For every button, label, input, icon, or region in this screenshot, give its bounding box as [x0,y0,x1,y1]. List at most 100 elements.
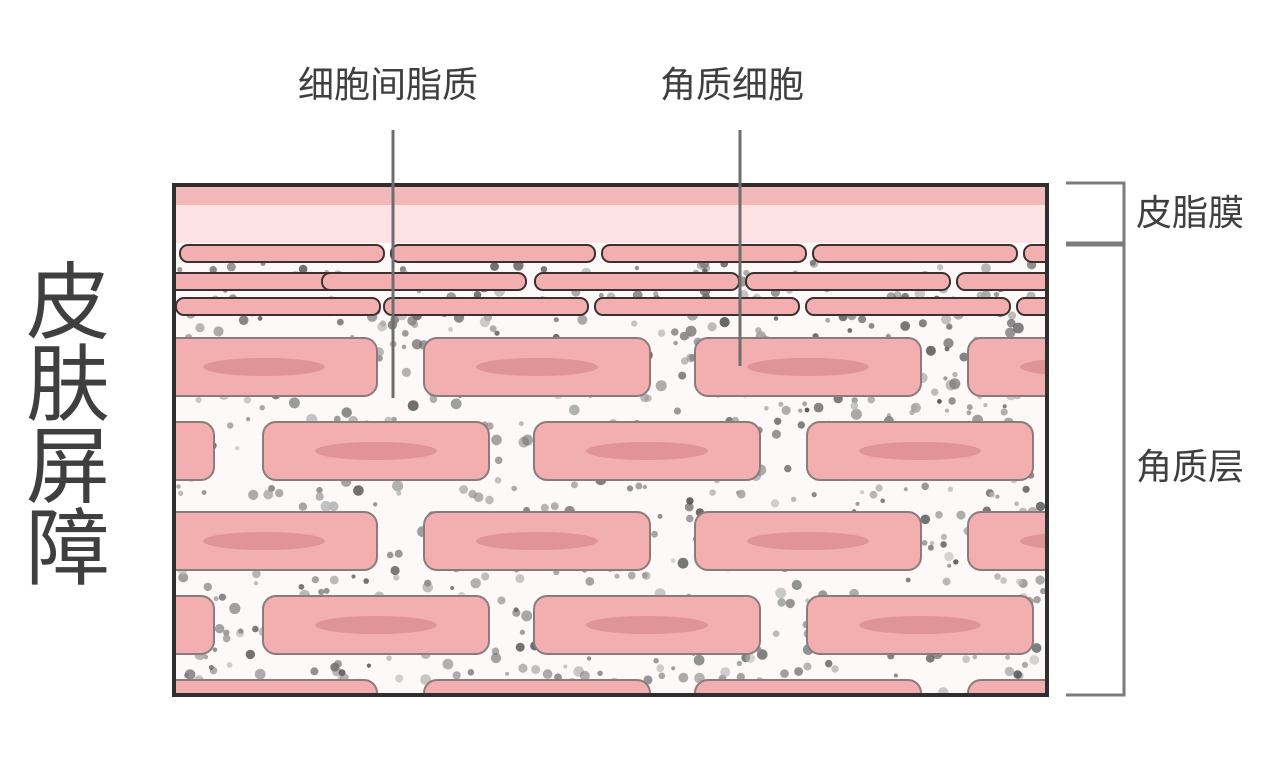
lipid-dot [248,489,259,500]
lipid-dot [390,565,400,576]
lipid-dot [855,501,860,506]
lipid-dot [657,329,666,337]
lipid-dot [569,404,580,416]
lipid-dot [983,403,988,408]
lipid-dot [677,557,689,569]
lipid-dot [953,559,959,565]
lipid-dot [631,320,638,327]
lipid-dot [226,262,236,272]
lipid-dot [1014,501,1019,507]
lipid-dot [831,665,839,673]
lipid-dot [1016,578,1023,586]
corneocyte-nucleus [476,532,598,550]
lipid-dot [671,558,676,563]
lipid-dot [893,673,898,678]
lipid-dot [775,587,787,599]
lipid-dot [921,540,928,546]
lipid-dot [635,482,643,490]
flattened-cells [174,244,1047,316]
lipid-dot [597,670,603,676]
lipid-dot [571,481,578,489]
lipid-dot [243,396,251,404]
lipid-dot [918,319,928,328]
lipid-dot [1004,666,1015,677]
lipid-dot [962,655,970,664]
lipid-dot [330,662,340,672]
lipid-dot [956,510,966,520]
lipid-dot [505,671,510,676]
lipid-dot [259,405,265,411]
lipid-dot [1040,588,1047,595]
lipid-dot [940,533,948,541]
lipid-dot [925,345,936,356]
lipid-dot [791,579,802,591]
lipid-dot [540,503,549,512]
corneocyte-nucleus [1020,700,1142,718]
lipid-dot [521,610,533,622]
lipid-dot [411,320,419,329]
lipid-dot [518,421,524,427]
lipid-dot [651,530,658,538]
lipid-dot [921,482,929,491]
corneocyte-nucleus [203,532,325,550]
lipid-dot [467,669,475,676]
lipid-dot [684,502,694,512]
lipid-dot [736,489,746,499]
lipid-dot [246,417,251,422]
lipid-dot [448,327,453,332]
corneocytes [174,337,1142,718]
lipid-dot [328,501,339,512]
lipid-dot [994,573,1001,580]
lipid-dot [542,669,553,679]
lipid-dot [685,325,697,337]
flattened-cell [812,244,1018,263]
lipid-dot [386,551,394,559]
lipid-dot [333,415,341,423]
lipid-dot [229,602,241,615]
lipid-dot [1033,596,1041,604]
lipid-dot [993,291,1000,298]
lipid-dot [720,667,731,678]
lipid-dot [802,401,807,407]
lipid-dot [275,489,284,498]
lipid-dot [245,649,255,660]
lipid-dot [491,434,502,446]
lipid-dot [910,402,921,413]
lipid-dot [329,575,339,585]
lipid-dot [736,672,745,682]
flattened-cell [1023,244,1047,263]
lipid-dot [773,316,779,321]
lipid-dot [774,417,782,425]
lipid-dot [253,581,259,586]
corneocyte-nucleus [747,532,869,550]
lipid-dot [671,328,679,336]
lipid-dot [709,489,716,496]
lipid-dot [540,266,548,273]
lipid-dot [794,667,803,676]
lipid-dot [707,322,717,332]
lipid-dot [653,658,659,664]
lipid-dot [781,405,791,415]
lipid-dot [920,514,931,525]
lipid-dot [785,598,795,609]
lipid-dot [318,588,325,596]
lipid-dot [512,608,521,617]
lipid-dot [1029,655,1040,665]
lipid-dot [386,655,392,661]
lipid-dot [490,652,502,664]
lipid-dot [336,318,344,326]
diagram-frame [172,183,1049,697]
lipid-dot [966,404,973,411]
lipid-dot [772,630,780,637]
lipid-dot [442,658,454,670]
lipid-dot [320,500,332,512]
flattened-cell [383,297,589,316]
lipid-dot [178,490,184,496]
lipid-dot [450,585,455,591]
sebum-film-top [174,185,1047,205]
lipid-dot [209,266,217,274]
lipid-dot [393,574,400,581]
lipid-dot [686,514,694,523]
lipid-dot [213,596,219,602]
lipid-dot [847,328,853,333]
